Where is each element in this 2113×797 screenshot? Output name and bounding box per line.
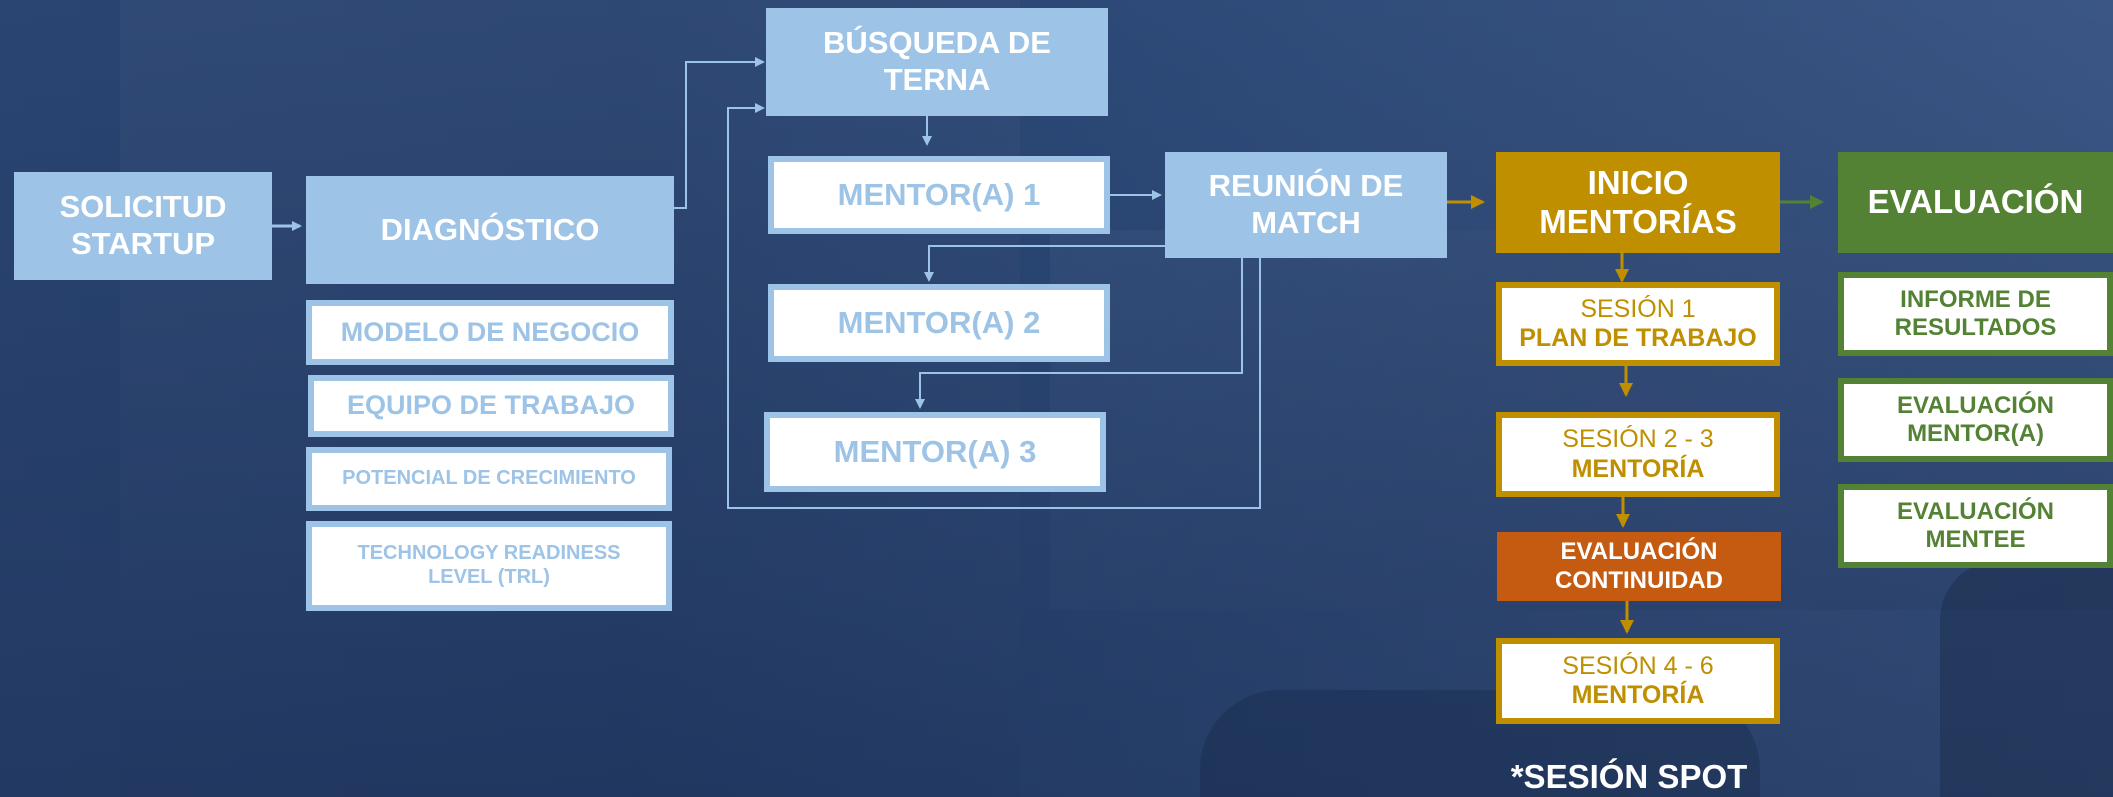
node-eval-mentee-line1: EVALUACIÓN — [1897, 497, 2054, 525]
node-busqueda-terna: BÚSQUEDA DE TERNA — [766, 8, 1108, 116]
node-evaluacion-continuidad: EVALUACIÓN CONTINUIDAD — [1497, 532, 1781, 601]
node-trl-line2: LEVEL (TRL) — [428, 566, 550, 588]
node-mentor3-label: MENTOR(A) 3 — [833, 433, 1037, 469]
node-trl-line1: TECHNOLOGY READINESS — [357, 542, 621, 565]
node-modelo-label: MODELO DE NEGOCIO — [340, 316, 640, 347]
node-solicitud-line1: SOLICITUD — [59, 189, 227, 225]
node-reunion-line1: REUNIÓN DE — [1208, 168, 1404, 204]
node-informe-line1: INFORME DE — [1900, 285, 2051, 313]
node-evaluacion: EVALUACIÓN — [1838, 152, 2113, 253]
node-sesion-1: SESIÓN 1 PLAN DE TRABAJO — [1496, 282, 1780, 366]
node-sesion46-subtitle: MENTORÍA — [1571, 681, 1705, 709]
node-sesion-2-3: SESIÓN 2 - 3 MENTORÍA — [1496, 412, 1780, 497]
node-equipo-trabajo: EQUIPO DE TRABAJO — [308, 375, 674, 437]
node-inicio-line2: MENTORÍAS — [1539, 202, 1737, 240]
node-eval-mentor-line1: EVALUACIÓN — [1897, 391, 2054, 419]
node-sesion23-title: SESIÓN 2 - 3 — [1562, 425, 1714, 453]
node-evaluacion-label: EVALUACIÓN — [1867, 183, 2084, 221]
node-eval-mentee-line2: MENTEE — [1925, 526, 2026, 553]
node-potencial-crecimiento: POTENCIAL DE CRECIMIENTO — [306, 447, 672, 511]
node-mentor-2: MENTOR(A) 2 — [768, 284, 1110, 362]
node-diagnostico: DIAGNÓSTICO — [306, 176, 674, 284]
node-sesion1-title: SESIÓN 1 — [1580, 294, 1696, 323]
node-eval-mentor-line2: MENTOR(A) — [1907, 420, 2044, 447]
sesion-spot-note: *SESIÓN SPOT — [1510, 758, 1748, 795]
node-solicitud-startup: SOLICITUD STARTUP — [14, 172, 272, 280]
node-informe-line2: RESULTADOS — [1894, 314, 2057, 341]
node-continuidad-line2: CONTINUIDAD — [1555, 566, 1723, 594]
node-mentor-1: MENTOR(A) 1 — [768, 156, 1110, 234]
node-inicio-mentorias: INICIO MENTORÍAS — [1496, 152, 1780, 253]
node-diagnostico-label: DIAGNÓSTICO — [380, 211, 600, 247]
node-potencial-label: POTENCIAL DE CRECIMIENTO — [342, 467, 636, 490]
node-inicio-line1: INICIO — [1587, 163, 1689, 201]
node-mentor-3: MENTOR(A) 3 — [764, 412, 1106, 492]
node-solicitud-line2: STARTUP — [70, 226, 216, 261]
node-mentor1-label: MENTOR(A) 1 — [837, 176, 1041, 212]
node-evaluacion-mentor: EVALUACIÓN MENTOR(A) — [1838, 378, 2113, 462]
node-evaluacion-mentee: EVALUACIÓN MENTEE — [1838, 484, 2113, 568]
node-modelo-negocio: MODELO DE NEGOCIO — [306, 300, 674, 365]
node-busqueda-line1: BÚSQUEDA DE — [823, 25, 1051, 61]
node-reunion-line2: MATCH — [1251, 205, 1361, 240]
node-sesion-4-6: SESIÓN 4 - 6 MENTORÍA — [1496, 638, 1780, 724]
node-reunion-match: REUNIÓN DE MATCH — [1165, 152, 1447, 258]
node-sesion23-subtitle: MENTORÍA — [1571, 454, 1705, 483]
node-busqueda-line2: TERNA — [883, 62, 991, 97]
node-sesion46-title: SESIÓN 4 - 6 — [1562, 651, 1714, 680]
node-mentor2-label: MENTOR(A) 2 — [837, 304, 1041, 340]
node-sesion1-subtitle: PLAN DE TRABAJO — [1519, 324, 1757, 352]
tree-silhouette — [1940, 560, 2113, 797]
node-equipo-label: EQUIPO DE TRABAJO — [346, 390, 636, 421]
node-informe-resultados: INFORME DE RESULTADOS — [1838, 272, 2113, 356]
node-trl: TECHNOLOGY READINESS LEVEL (TRL) — [306, 521, 672, 611]
node-continuidad-line1: EVALUACIÓN — [1560, 538, 1718, 566]
